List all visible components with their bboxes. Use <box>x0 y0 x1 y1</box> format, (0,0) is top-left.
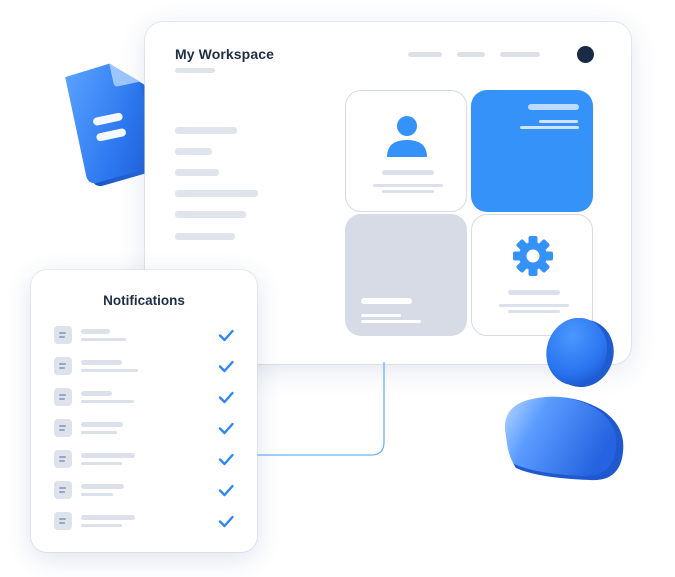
document-icon <box>54 512 72 530</box>
placeholder-card[interactable] <box>345 214 467 336</box>
check-icon <box>218 329 234 342</box>
sidebar-item[interactable] <box>175 233 235 240</box>
workspace-window: My Workspace <box>145 22 631 364</box>
notification-detail-line <box>81 493 113 496</box>
notification-title-line <box>81 484 124 489</box>
document-3d-icon <box>65 63 165 186</box>
placeholder-title-line <box>361 298 412 304</box>
settings-card[interactable] <box>471 214 593 336</box>
highlight-detail-line <box>539 120 578 123</box>
notification-item[interactable] <box>31 326 257 348</box>
notification-item[interactable] <box>31 512 257 534</box>
placeholder-detail-line <box>361 314 401 317</box>
notification-item[interactable] <box>31 419 257 441</box>
check-icon <box>218 484 234 497</box>
profile-detail-line <box>373 184 443 187</box>
user-icon <box>387 116 427 157</box>
title-underline <box>175 68 215 73</box>
notification-item[interactable] <box>31 357 257 379</box>
notification-title-line <box>81 422 123 427</box>
placeholder-detail-line <box>361 320 421 323</box>
profile-name-line <box>382 170 434 175</box>
document-icon <box>54 388 72 406</box>
notifications-panel: Notifications <box>31 270 257 552</box>
nav-item-3[interactable] <box>500 52 540 57</box>
highlight-title-line <box>528 104 579 110</box>
notification-title-line <box>81 453 135 458</box>
check-icon <box>218 422 234 435</box>
notification-detail-line <box>81 400 134 403</box>
check-icon <box>218 360 234 373</box>
notification-detail-line <box>81 524 122 527</box>
notification-title-line <box>81 391 112 396</box>
sidebar-item[interactable] <box>175 190 258 197</box>
sidebar-item[interactable] <box>175 127 237 134</box>
workspace-title: My Workspace <box>175 46 274 62</box>
user-3d-icon <box>504 318 624 481</box>
notification-detail-line <box>81 338 126 341</box>
settings-detail-line <box>499 304 569 307</box>
document-icon <box>54 450 72 468</box>
sidebar-item[interactable] <box>175 211 246 218</box>
check-icon <box>218 515 234 528</box>
notification-detail-line <box>81 431 117 434</box>
notification-item[interactable] <box>31 450 257 472</box>
highlight-card[interactable] <box>471 90 593 212</box>
notification-detail-line <box>81 462 122 465</box>
document-icon <box>54 419 72 437</box>
profile-detail-line <box>382 190 434 193</box>
document-icon <box>54 326 72 344</box>
notification-title-line <box>81 360 122 365</box>
gear-icon <box>513 236 553 276</box>
highlight-detail-line <box>520 126 579 129</box>
document-icon <box>54 481 72 499</box>
notification-detail-line <box>81 369 138 372</box>
notification-title-line <box>81 515 135 520</box>
nav-item-1[interactable] <box>408 52 442 57</box>
notifications-title: Notifications <box>103 293 185 308</box>
notification-item[interactable] <box>31 481 257 503</box>
sidebar-item[interactable] <box>175 169 219 176</box>
avatar[interactable] <box>577 46 594 63</box>
notification-item[interactable] <box>31 388 257 410</box>
connector-line <box>250 362 385 456</box>
check-icon <box>218 453 234 466</box>
settings-detail-line <box>508 310 560 313</box>
settings-title-line <box>508 290 560 295</box>
document-icon <box>54 357 72 375</box>
profile-card[interactable] <box>345 90 467 212</box>
sidebar-item[interactable] <box>175 148 212 155</box>
nav-item-2[interactable] <box>457 52 485 57</box>
notification-title-line <box>81 329 110 334</box>
check-icon <box>218 391 234 404</box>
